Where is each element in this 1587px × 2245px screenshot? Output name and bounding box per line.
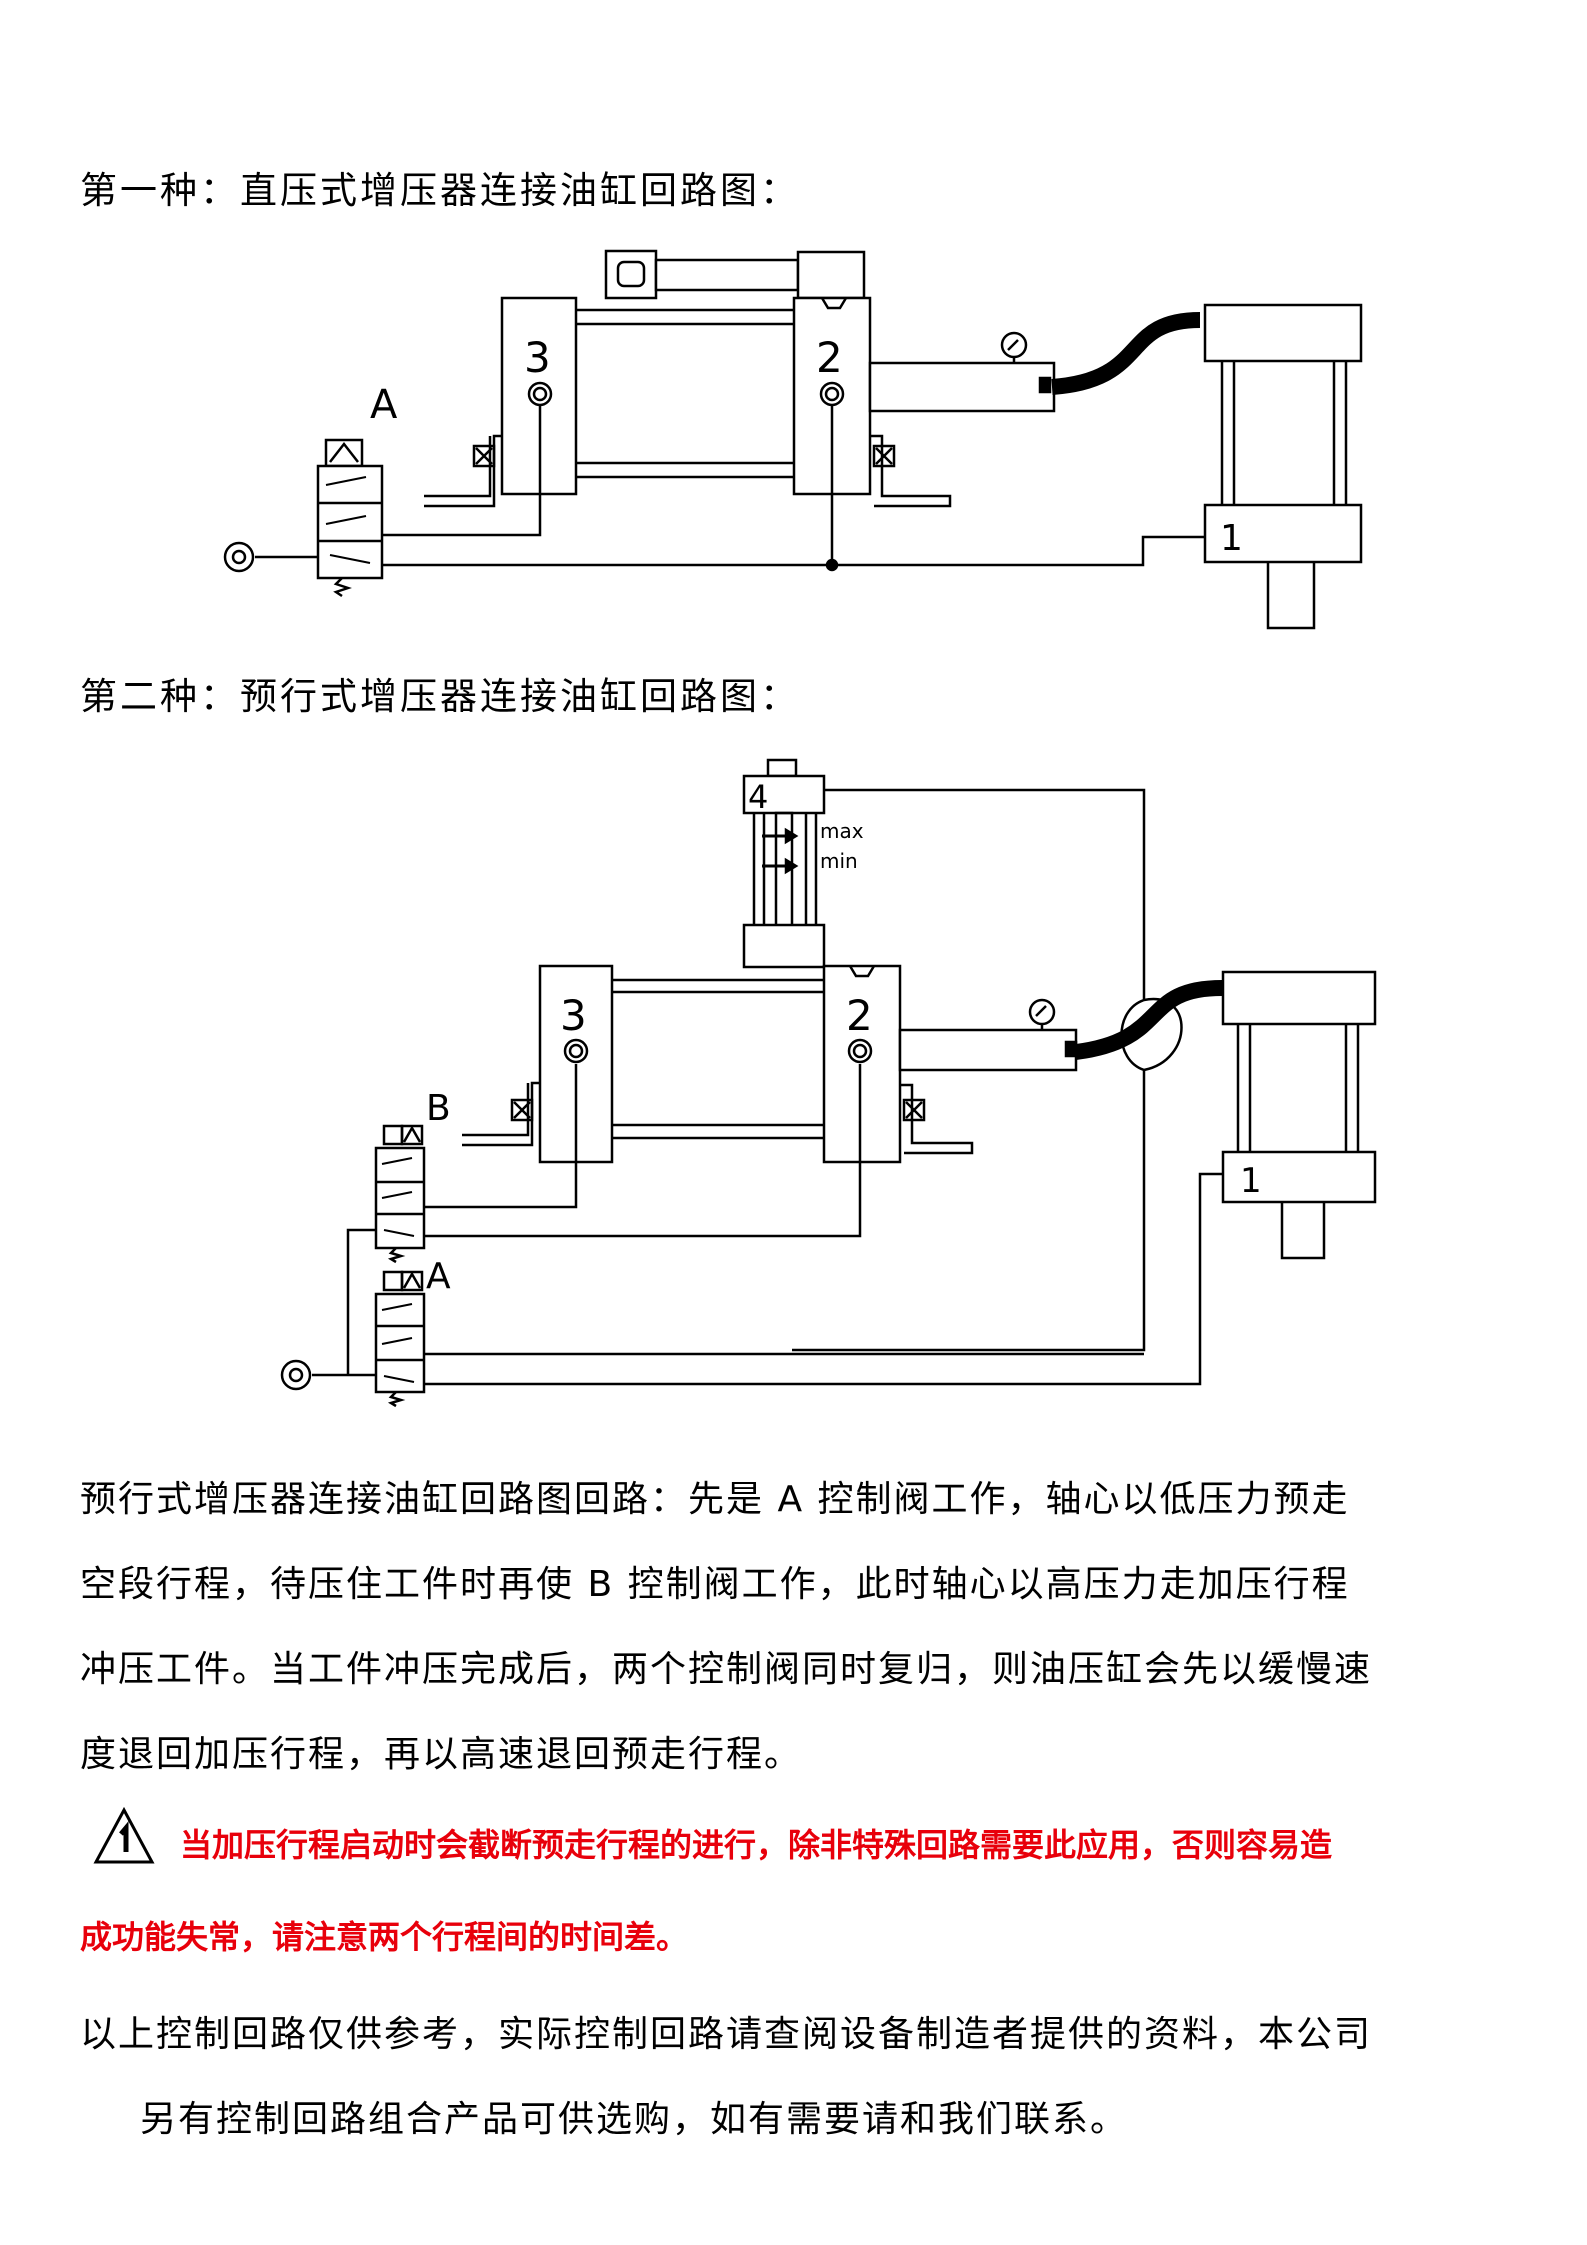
high-pressure-hose	[1051, 312, 1201, 395]
description-line: 空段行程，待压住工件时再使 B 控制阀工作，此时轴心以高压力走加压行程	[80, 1564, 1350, 1605]
pipes-2	[280, 1064, 1223, 1391]
reservoir-min-label: min	[820, 849, 858, 873]
reservoir-label-4: 4	[748, 778, 768, 816]
warning-line-2: 成功能失常，请注意两个行程间的时间差。	[80, 1918, 689, 1956]
footer-line-1: 以上控制回路仅供参考，实际控制回路请查阅设备制造者提供的资料，本公司	[80, 2014, 1373, 2055]
heading-direct-pressure: 第一种：直压式增压器连接油缸回路图：	[80, 169, 800, 212]
booster-port-label-2b: 2	[846, 991, 873, 1040]
booster-port-label-3: 3	[524, 333, 551, 382]
output-ram-2	[898, 998, 1078, 1072]
reservoir-return-pipe	[792, 788, 1146, 1352]
valve-label-b: B	[426, 1088, 451, 1129]
hydraulic-cylinder-2	[1221, 970, 1377, 1260]
control-valve-a-2	[374, 1270, 426, 1408]
reservoir-max-label: max	[820, 819, 864, 843]
description-line: 冲压工件。当工件冲压完成后，两个控制阀同时复归，则油压缸会先以缓慢速	[80, 1649, 1373, 1690]
footer-line-2: 另有控制回路组合产品可供选购，如有需要请和我们联系。	[140, 2099, 1129, 2140]
control-valve-b	[374, 1124, 426, 1264]
control-valve-a	[316, 438, 384, 598]
cylinder-port-label-1: 1	[1220, 518, 1243, 559]
hydraulic-cylinder	[1203, 303, 1363, 630]
oil-reservoir	[742, 758, 826, 969]
warning-triangle-icon	[93, 1806, 155, 1864]
pre-stroke-booster-circuit-diagram: 4 max min 3 2 1	[280, 758, 1377, 1408]
description-line: 度退回加压行程，再以高速退回预走行程。	[80, 1734, 803, 1775]
valve-label-a-2: A	[426, 1256, 451, 1297]
booster-port-label-2: 2	[816, 333, 843, 382]
pipes	[223, 405, 1205, 573]
high-pressure-hose-2	[1074, 980, 1223, 1060]
warning-line-1: 当加压行程启动时会截断预走行程的进行，除非特殊回路需要此应用，否则容易造	[180, 1826, 1333, 1864]
heading-pre-stroke: 第二种：预行式增压器连接油缸回路图：	[80, 675, 800, 718]
cylinder-port-label-1b: 1	[1240, 1161, 1262, 1201]
booster-body	[424, 296, 952, 508]
valve-label-a: A	[370, 382, 398, 428]
description-line: 预行式增压器连接油缸回路图回路：先是 A 控制阀工作，轴心以低压力预走	[80, 1479, 1350, 1520]
booster-body-2	[462, 964, 974, 1164]
booster-port-label-3b: 3	[560, 991, 587, 1040]
direct-booster-circuit-diagram: 3 2 1 A	[223, 249, 1363, 630]
